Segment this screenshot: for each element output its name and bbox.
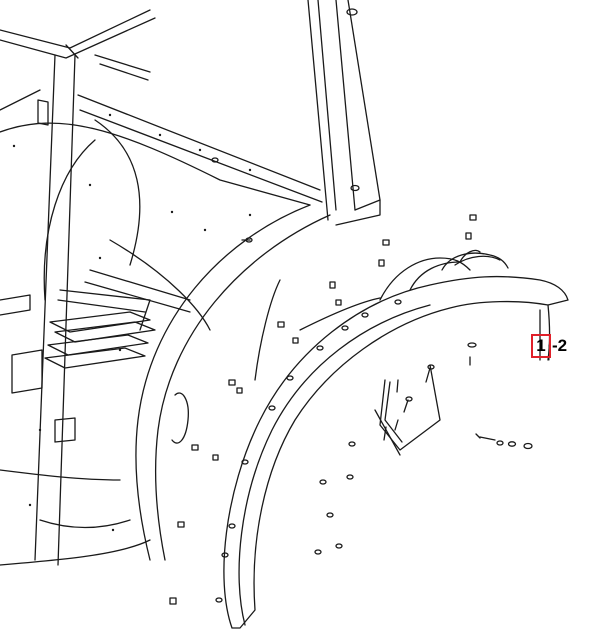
callout-quantity: 2 — [557, 336, 568, 355]
fender — [223, 249, 569, 629]
cab-frame — [0, 0, 381, 566]
fender-mounting-holes — [215, 299, 402, 603]
part-callout[interactable]: 1 - 2 — [531, 333, 567, 359]
fasteners — [169, 157, 533, 605]
panel-rivets — [12, 113, 252, 532]
callout-highlight-box[interactable]: 1 — [531, 334, 551, 358]
callout-separator: - — [552, 336, 558, 355]
callout-index: 1 — [536, 336, 546, 355]
inner-wheel-arch — [109, 204, 331, 561]
